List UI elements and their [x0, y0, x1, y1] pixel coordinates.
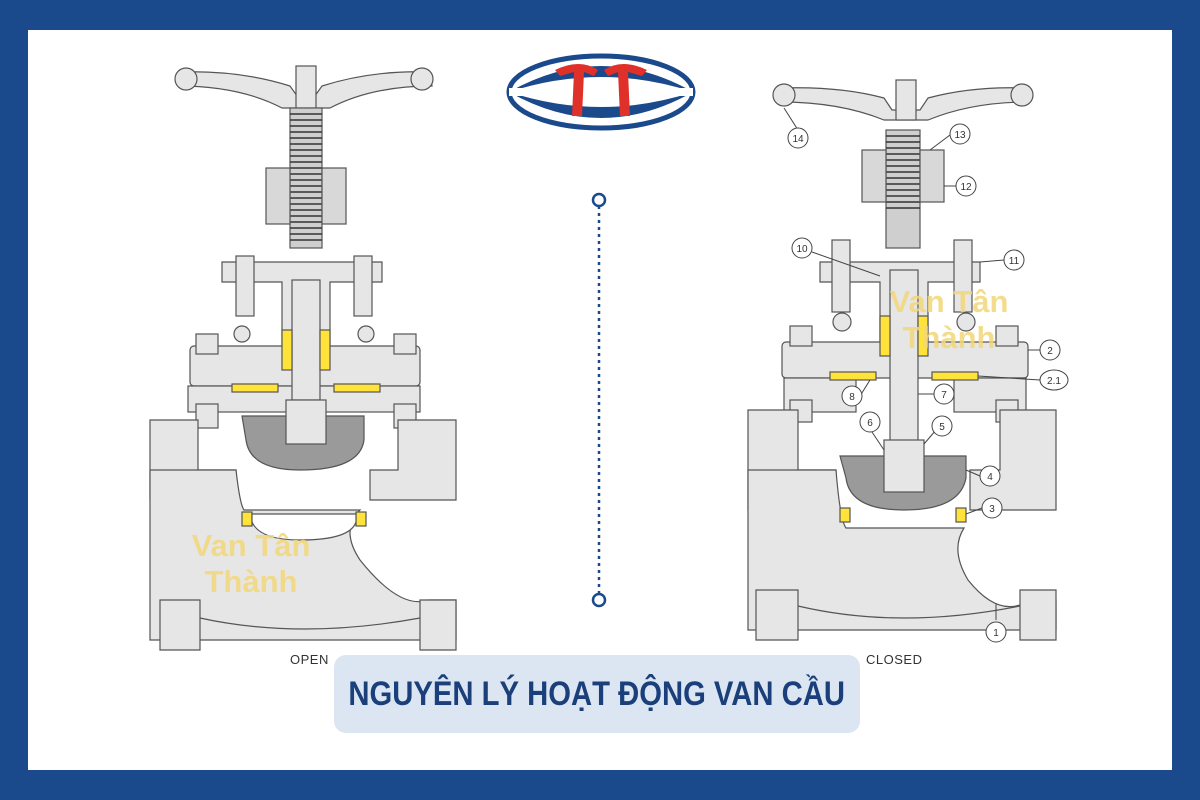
watermark-left-line1: Van Tân	[191, 528, 311, 563]
title-banner: NGUYÊN LÝ HOẠT ĐỘNG VAN CẦU	[334, 655, 860, 733]
part-10: 10	[796, 244, 808, 255]
watermark-right-line2: Thành	[902, 320, 996, 355]
company-logo	[506, 53, 696, 131]
page-title: NGUYÊN LÝ HOẠT ĐỘNG VAN CẦU	[348, 674, 846, 713]
part-3: 3	[989, 504, 995, 515]
part-callouts	[783, 107, 1069, 643]
part-13: 13	[954, 130, 966, 141]
part-1: 1	[993, 628, 999, 639]
watermark-left-line2: Thành	[204, 564, 298, 599]
part-14: 14	[792, 134, 804, 145]
part-2: 2	[1047, 346, 1053, 357]
part-6: 6	[867, 418, 873, 429]
part-12: 12	[960, 182, 972, 193]
part-8: 8	[849, 392, 855, 403]
watermark-left: Van Tân Thành	[176, 528, 326, 600]
part-4: 4	[987, 472, 993, 483]
closed-label: CLOSED	[866, 652, 923, 667]
watermark-right-line1: Van Tân	[889, 284, 1009, 319]
center-divider	[591, 192, 607, 608]
open-label: OPEN	[290, 652, 329, 667]
part-5: 5	[939, 422, 945, 433]
part-11: 11	[1009, 256, 1020, 267]
open-valve-diagram	[149, 65, 457, 651]
watermark-right: Van Tân Thành	[874, 284, 1024, 356]
closed-valve-diagram	[747, 79, 1057, 641]
part-7: 7	[941, 390, 947, 401]
part-2-1: 2.1	[1047, 376, 1061, 387]
part-number-labels: 14 13 12 10 11 2 2.1 8 7 6 5 4 3 1	[792, 130, 1061, 639]
